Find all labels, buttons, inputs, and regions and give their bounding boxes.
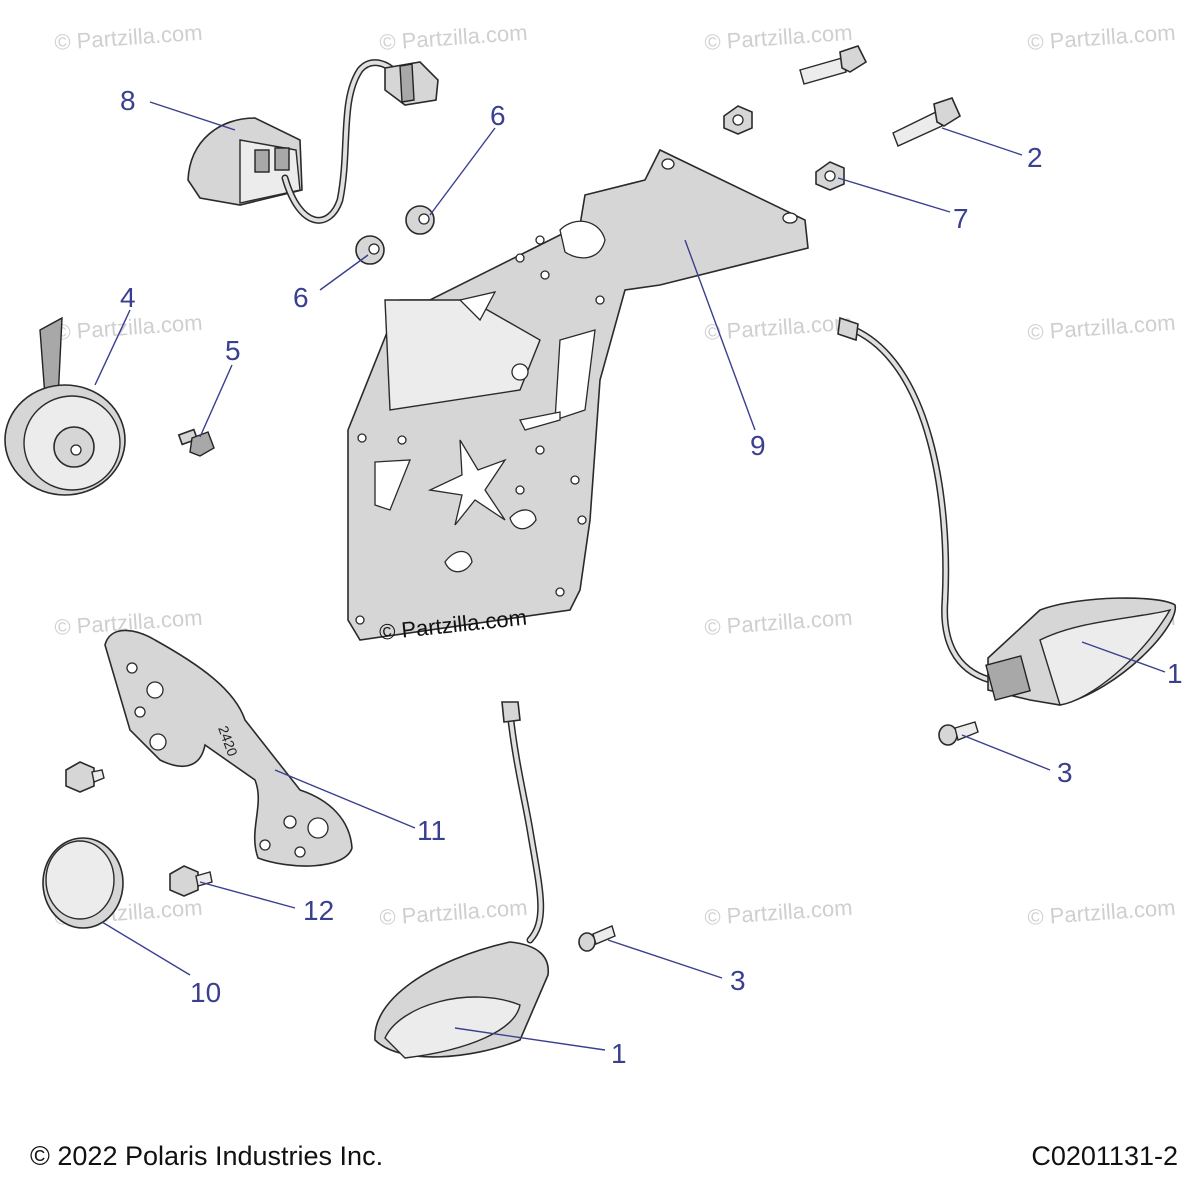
watermark: © Partzilla.com xyxy=(704,605,854,640)
callout-12: 12 xyxy=(303,895,334,926)
callout-6-lower: 6 xyxy=(293,282,309,313)
callout-3-lower: 3 xyxy=(730,965,746,996)
horn-part[interactable] xyxy=(4,316,126,496)
callout-labels: 8 6 6 2 7 4 5 9 1 3 11 12 10 3 1 xyxy=(120,85,1183,1069)
mounting-plate-part[interactable]: 2420 xyxy=(104,629,353,867)
bolt-part-upper[interactable] xyxy=(799,45,868,85)
screw-part-12[interactable] xyxy=(169,865,213,897)
callout-6-upper: 6 xyxy=(490,100,506,131)
watermark: © Partzilla.com xyxy=(1027,20,1177,55)
callout-2: 2 xyxy=(1027,142,1043,173)
leader-lines xyxy=(94,101,1166,1051)
screw-part-small[interactable] xyxy=(65,761,105,793)
screw-part-3-right[interactable] xyxy=(938,721,979,746)
watermark: © Partzilla.com xyxy=(379,20,529,55)
callout-3-right: 3 xyxy=(1057,757,1073,788)
watermark: © Partzilla.com xyxy=(704,310,854,345)
license-bracket-part[interactable] xyxy=(347,148,809,641)
watermark: © Partzilla.com xyxy=(704,895,854,930)
reflector-part[interactable] xyxy=(42,837,124,929)
screw-part-3-lower[interactable] xyxy=(578,925,616,952)
callout-4: 4 xyxy=(120,282,136,313)
screw-part-5[interactable] xyxy=(177,428,215,457)
nut-part-7[interactable] xyxy=(815,161,845,191)
spacer-part-lower[interactable] xyxy=(355,235,385,265)
callout-11: 11 xyxy=(417,815,446,846)
copyright-notice: © 2022 Polaris Industries Inc. xyxy=(30,1141,384,1171)
callout-10: 10 xyxy=(190,977,221,1008)
watermark: © Partzilla.com xyxy=(704,20,854,55)
callout-9: 9 xyxy=(750,430,766,461)
turn-signal-part-left[interactable] xyxy=(374,701,549,1059)
callout-1-lower: 1 xyxy=(611,1038,627,1069)
watermark: © Partzilla.com xyxy=(1027,895,1177,930)
license-light-part[interactable] xyxy=(187,59,439,224)
callout-1-right: 1 xyxy=(1167,658,1183,689)
drawing-number: C0201131-2 xyxy=(1031,1141,1178,1171)
turn-signal-part-right[interactable] xyxy=(837,316,1176,706)
watermark: © Partzilla.com xyxy=(379,895,529,930)
spacer-part-upper[interactable] xyxy=(405,205,435,235)
nut-part-upper[interactable] xyxy=(723,105,753,135)
bolt-part-2[interactable] xyxy=(892,97,962,147)
callout-8: 8 xyxy=(120,85,136,116)
watermark: © Partzilla.com xyxy=(54,20,204,55)
watermark: © Partzilla.com xyxy=(1027,310,1177,345)
callout-7: 7 xyxy=(953,203,969,234)
callout-5: 5 xyxy=(225,335,241,366)
